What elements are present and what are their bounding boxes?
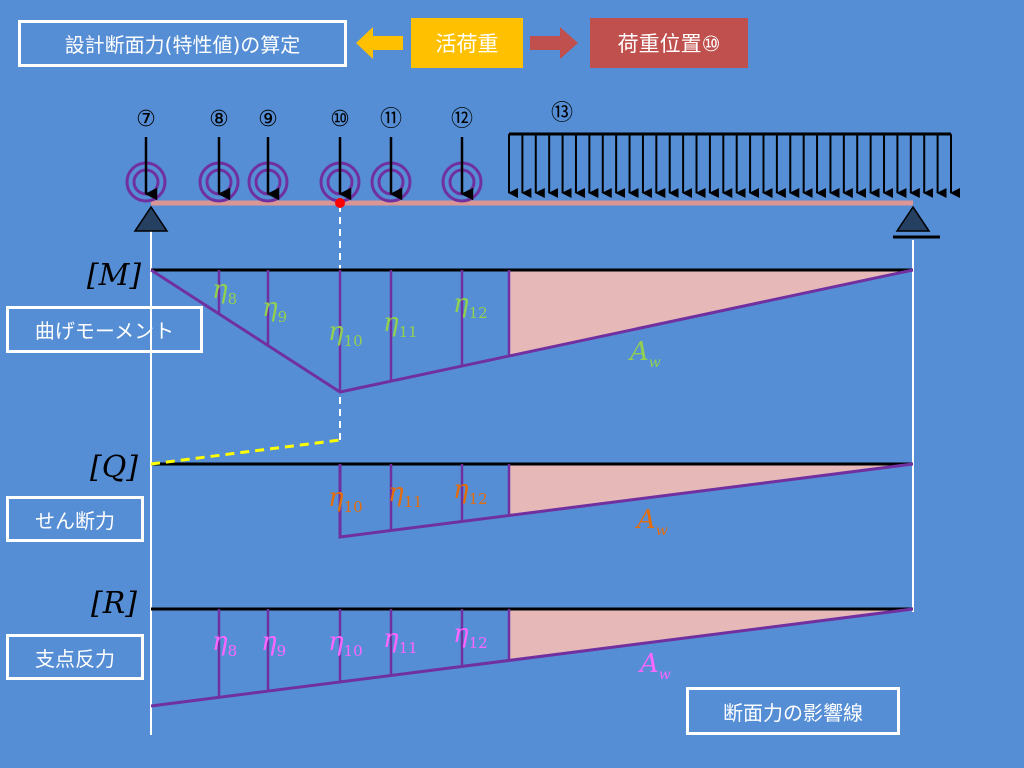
point-load-8 (198, 137, 240, 203)
right-support-icon (893, 205, 940, 239)
load-label-9: ⑨ (258, 107, 278, 132)
svg-text:η10: η10 (328, 317, 363, 350)
page-title: 設計断面力(特性値)の算定 (18, 20, 347, 67)
reaction-area-aw: Aw (638, 649, 671, 683)
svg-text:η11: η11 (388, 478, 423, 511)
moment-influence-line (150, 268, 914, 394)
load-label-10: ⑩ (330, 107, 350, 132)
distributed-load (508, 132, 960, 198)
shear-area-aw: Aw (635, 505, 668, 539)
shear-eta-10: η10 (328, 483, 363, 516)
svg-text:η12: η12 (453, 619, 488, 652)
moment-bracket: [M] (87, 258, 141, 293)
reaction-eta-8: η8 (212, 627, 237, 660)
moment-eta-12: η12 (453, 289, 488, 322)
svg-text:Aw: Aw (635, 505, 668, 539)
shear-influence-line (150, 438, 914, 539)
load-position-label: 荷重位置⑩ (590, 18, 748, 68)
section-point-marker (335, 198, 345, 208)
left-support-icon (133, 205, 169, 232)
point-load-10 (319, 137, 361, 203)
influence-line-legend: 断面力の影響線 (686, 687, 900, 735)
arrow-left-icon (356, 27, 403, 59)
moment-area-aw: Aw (628, 337, 661, 371)
load-label-7: ⑦ (136, 107, 156, 132)
svg-text:η10: η10 (328, 483, 363, 516)
svg-text:Aw: Aw (638, 649, 671, 683)
svg-text:η8: η8 (212, 627, 237, 660)
moment-eta-8: η8 (212, 275, 237, 308)
shear-section-label: せん断力 (6, 496, 144, 542)
load-label-11: ⑪ (380, 107, 402, 132)
reaction-eta-11: η11 (383, 624, 418, 657)
svg-text:Aw: Aw (628, 337, 661, 371)
shear-bracket: [Q] (90, 450, 138, 485)
reaction-eta-9: η9 (261, 627, 286, 660)
svg-text:η8: η8 (212, 275, 237, 308)
svg-text:η10: η10 (328, 627, 363, 660)
svg-text:η11: η11 (383, 624, 418, 657)
load-label-13: ⑬ (551, 101, 573, 126)
moment-eta-9: η9 (262, 293, 287, 326)
reaction-eta-12: η12 (453, 619, 488, 652)
point-load-11 (370, 137, 412, 203)
moment-eta-10: η10 (328, 317, 363, 350)
reaction-eta-10: η10 (328, 627, 363, 660)
reaction-section-label: 支点反力 (6, 634, 144, 680)
point-load-12 (441, 137, 483, 203)
point-load-7 (125, 137, 167, 203)
reaction-bracket: [R] (91, 586, 137, 621)
svg-text:η9: η9 (262, 293, 287, 326)
point-load-9 (247, 137, 289, 203)
reaction-influence-line (150, 607, 914, 708)
shear-eta-11: η11 (388, 478, 423, 511)
moment-eta-11: η11 (383, 308, 418, 341)
svg-text:η11: η11 (383, 308, 418, 341)
live-load-label: 活荷重 (411, 18, 523, 68)
shear-eta-12: η12 (453, 475, 488, 508)
svg-text:η12: η12 (453, 289, 488, 322)
arrow-right-icon (530, 27, 578, 59)
load-label-12: ⑫ (451, 107, 473, 132)
svg-text:η9: η9 (261, 627, 286, 660)
svg-text:η12: η12 (453, 475, 488, 508)
load-label-8: ⑧ (209, 107, 229, 132)
